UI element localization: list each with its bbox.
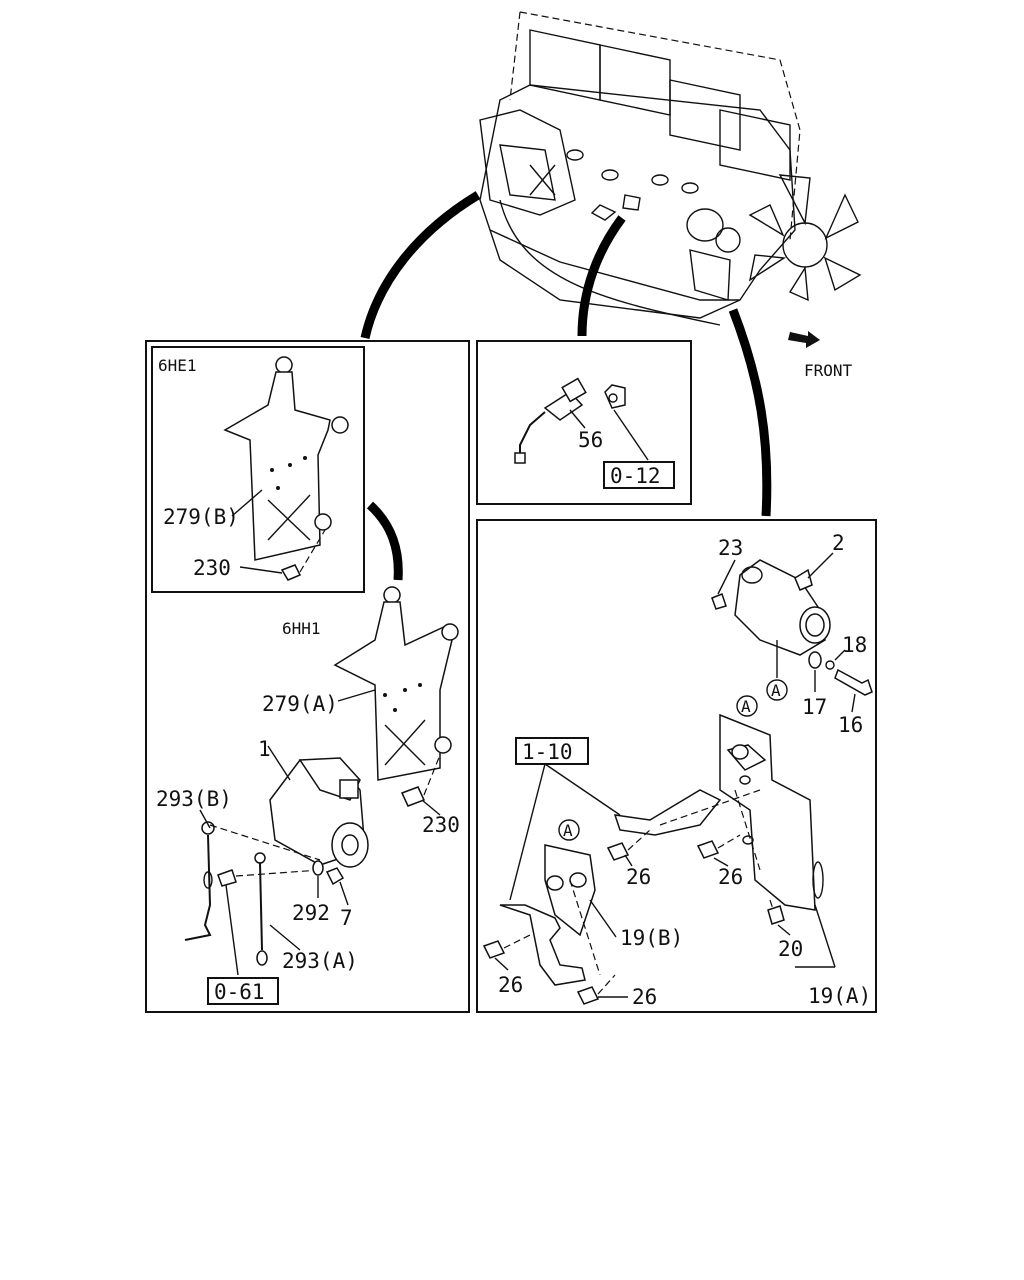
bolt-230-lower	[400, 786, 426, 807]
callout-293b: 293(B)	[156, 787, 232, 811]
washer-292	[312, 860, 324, 876]
variant-6he1-inset	[151, 346, 365, 593]
callout-26-c: 26	[498, 973, 523, 997]
callout-7: 7	[340, 906, 353, 930]
ref-0-61: 0-61	[214, 980, 265, 1004]
svg-text:A: A	[741, 697, 751, 716]
starter-motor	[269, 757, 369, 868]
callout-19a: 19(A)	[808, 984, 871, 1008]
cable-293a	[254, 852, 268, 966]
callout-56: 56	[578, 428, 603, 452]
callout-279b: 279(B)	[163, 505, 239, 529]
ref-0-12: 0-12	[610, 464, 661, 488]
engine-illustration	[479, 11, 862, 326]
leader-to-sensor-panel	[577, 215, 626, 337]
sensor-56	[514, 377, 587, 464]
callout-230-upper: 230	[193, 556, 231, 580]
ref-box-0-12	[603, 461, 675, 489]
starter-panel	[145, 340, 470, 1013]
washer-18	[825, 660, 835, 670]
callout-23: 23	[718, 536, 743, 560]
callout-293a: 293(A)	[282, 949, 358, 973]
callout-20: 20	[778, 937, 803, 961]
bolt-26-b	[696, 840, 720, 859]
washer-17	[808, 651, 822, 669]
link-arm	[613, 789, 722, 836]
marker-a-1: A	[766, 640, 788, 701]
cable-293b	[184, 821, 215, 941]
bolt-16	[834, 668, 873, 696]
callout-279a: 279(A)	[262, 692, 338, 716]
front-direction-arrow: FRONT	[788, 331, 853, 380]
bolt-230-upper	[280, 564, 302, 581]
svg-text:A: A	[771, 681, 781, 700]
leader-variant-link	[366, 501, 403, 581]
callout-18: 18	[842, 633, 867, 657]
bracket-279a	[333, 586, 459, 781]
bracket-19a	[719, 713, 824, 911]
ref-box-1-10	[515, 737, 589, 765]
variant-6hh1-label: 6HH1	[282, 619, 321, 638]
sensor-panel	[476, 340, 692, 505]
callout-19b: 19(B)	[620, 926, 683, 950]
bolt-26-c	[482, 940, 506, 959]
bolt-26-a	[606, 842, 630, 861]
svg-text:A: A	[563, 821, 573, 840]
ref-1-10: 1-10	[522, 740, 573, 764]
nut-7	[325, 867, 345, 886]
callout-16: 16	[838, 713, 863, 737]
callout-2: 2	[832, 531, 845, 555]
nut-20	[767, 905, 785, 925]
connector-0-12	[604, 384, 626, 409]
variant-6he1-label: 6HE1	[158, 356, 197, 375]
leader-to-alternator-panel	[728, 308, 772, 517]
marker-a-3: A	[558, 819, 580, 841]
marker-a-2: A	[736, 695, 758, 717]
bolt-26-d	[576, 986, 600, 1005]
callout-230-lower: 230	[422, 813, 460, 837]
callout-1: 1	[258, 737, 271, 761]
alternator-2	[734, 559, 831, 656]
front-label: FRONT	[804, 361, 853, 380]
callout-17: 17	[802, 695, 827, 719]
callout-26-b: 26	[718, 865, 743, 889]
callout-26-a: 26	[626, 865, 651, 889]
bracket-279b	[223, 356, 349, 561]
callout-292: 292	[292, 901, 330, 925]
callout-26-d: 26	[632, 985, 657, 1009]
bracket-19b	[499, 844, 596, 986]
leader-to-starter-panel	[360, 191, 481, 339]
bolt-0-61	[217, 869, 237, 887]
cooling-fan	[748, 174, 862, 302]
nut-23	[711, 593, 727, 610]
ref-box-0-61	[207, 977, 279, 1005]
alternator-panel	[476, 519, 877, 1013]
